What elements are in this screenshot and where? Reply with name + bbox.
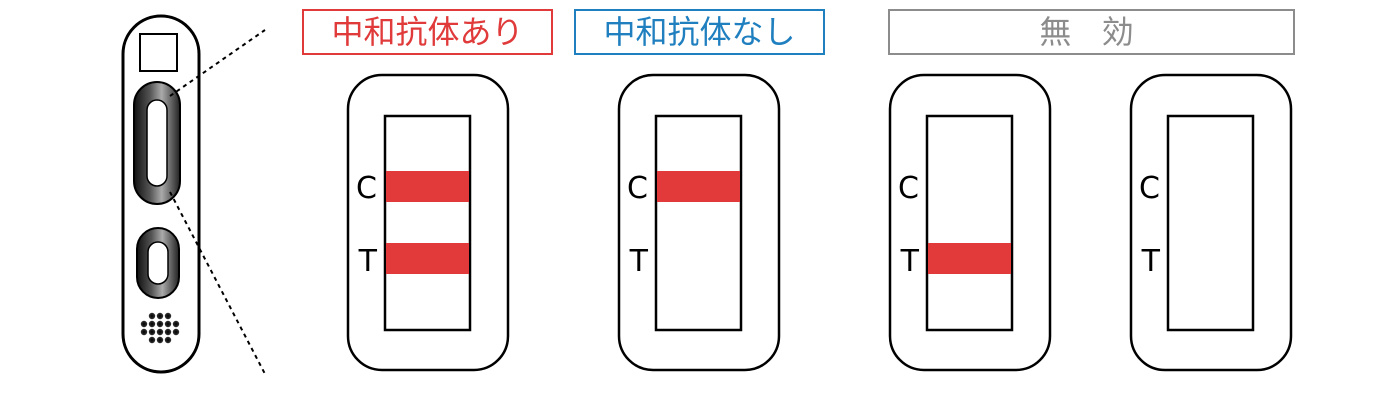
device-result-window-inner <box>146 99 168 187</box>
device-dot <box>156 336 164 344</box>
device-dot <box>172 328 180 336</box>
cassette-window <box>925 114 1014 332</box>
cassette-2: CT <box>617 73 781 372</box>
control-band <box>386 171 469 202</box>
test-line-label: T <box>358 244 378 279</box>
control-band <box>657 171 740 202</box>
test-band <box>928 243 1011 274</box>
cassette-3: CT <box>888 73 1052 372</box>
control-line-label: C <box>898 171 919 206</box>
device-dot <box>164 328 172 336</box>
device-dot <box>148 336 156 344</box>
cassette-4: CT <box>1129 73 1293 372</box>
device-dot <box>148 312 156 320</box>
device-dot <box>156 312 164 320</box>
control-line-label: C <box>356 171 377 206</box>
device-dot <box>156 320 164 328</box>
zoom-line-bottom <box>169 191 266 375</box>
cassette-window <box>1166 114 1255 332</box>
cassette-1: CT <box>346 73 510 372</box>
test-band <box>386 243 469 274</box>
test-line-label: T <box>629 244 649 279</box>
device-dot <box>140 320 148 328</box>
device-dot <box>164 312 172 320</box>
device-dot-grid <box>140 312 180 344</box>
control-line-label: C <box>1139 171 1160 206</box>
label-invalid: 無 効 <box>888 9 1295 55</box>
label-neutralizing-antibody-absent: 中和抗体なし <box>574 9 825 55</box>
control-line-label: C <box>627 171 648 206</box>
device-dot <box>140 328 148 336</box>
test-line-label: T <box>900 244 920 279</box>
cassette-window <box>654 114 743 332</box>
test-line-label: T <box>1141 244 1161 279</box>
device-dot <box>148 328 156 336</box>
device-sample-well-inner <box>147 241 169 285</box>
device-dot <box>156 328 164 336</box>
device-dot <box>164 320 172 328</box>
label-neutralizing-antibody-present: 中和抗体あり <box>302 9 553 55</box>
cassette-window <box>383 114 472 332</box>
test-device <box>121 14 201 374</box>
device-dot <box>164 336 172 344</box>
device-dot <box>148 320 156 328</box>
device-dot <box>172 320 180 328</box>
zoom-line-top <box>169 29 266 97</box>
device-square-window <box>139 33 178 72</box>
